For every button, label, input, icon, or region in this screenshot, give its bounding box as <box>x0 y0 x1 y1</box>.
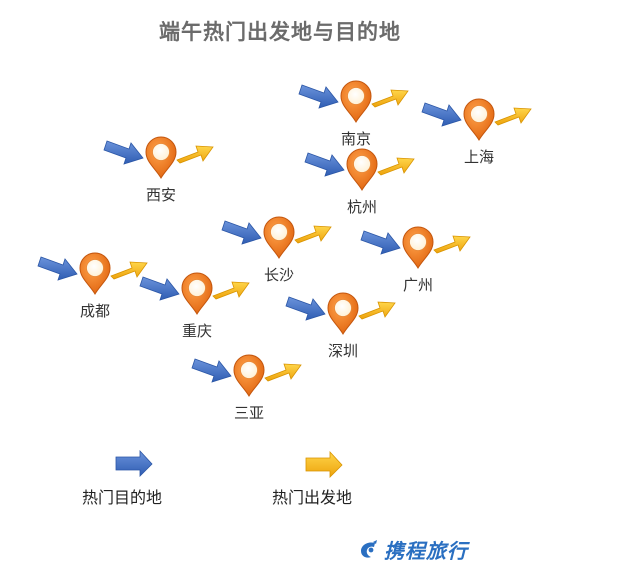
city-marker-1: 南京 <box>298 80 409 148</box>
city-label: 上海 <box>464 148 494 166</box>
destination-arrow-icon <box>37 256 78 281</box>
brand-logo: 携程旅行 <box>358 535 468 564</box>
city-marker-5: 长沙 <box>221 216 332 284</box>
destination-arrow-icon <box>298 84 339 109</box>
city-label: 重庆 <box>182 322 212 340</box>
ctrip-dolphin-icon <box>361 539 377 558</box>
map-pin-center <box>86 259 104 277</box>
city-label: 三亚 <box>234 404 264 422</box>
map-pin-center <box>409 233 427 251</box>
origin-arrow-icon <box>176 145 214 164</box>
city-label: 杭州 <box>347 198 377 216</box>
origin-arrow-icon <box>358 301 396 320</box>
city-marker-9: 深圳 <box>285 292 396 360</box>
city-marker-6: 广州 <box>360 226 471 294</box>
brand-name: 携程旅行 <box>384 539 468 563</box>
origin-arrow-icon <box>377 157 415 176</box>
origin-arrow-icon <box>371 89 409 108</box>
map-pin-center <box>270 223 288 241</box>
destination-arrow-icon <box>360 230 401 255</box>
map-pin-center <box>347 87 365 105</box>
destination-arrow-icon <box>139 276 180 301</box>
city-marker-8: 重庆 <box>139 272 250 340</box>
legend-origin-label: 热门出发地 <box>272 488 353 507</box>
city-marker-7: 成都 <box>37 252 148 320</box>
legend-destination-arrow-icon <box>115 449 153 477</box>
origin-arrow-icon <box>110 261 148 280</box>
map-pin-center <box>334 299 352 317</box>
legend-destination-label: 热门目的地 <box>82 488 163 507</box>
map-pin-center <box>353 155 371 173</box>
city-label: 成都 <box>80 302 110 320</box>
destination-arrow-icon <box>221 220 262 245</box>
destination-arrow-icon <box>304 152 345 177</box>
origin-arrow-icon <box>264 363 302 382</box>
city-label: 南京 <box>341 130 371 148</box>
map-pin-center <box>470 105 488 123</box>
destination-arrow-icon <box>103 140 144 165</box>
origin-arrow-icon <box>433 235 471 254</box>
city-marker-3: 西安 <box>103 136 214 204</box>
city-marker-2: 上海 <box>421 98 532 166</box>
page-title: 端午热门出发地与目的地 <box>159 20 401 44</box>
map-pin-center <box>152 143 170 161</box>
city-label: 深圳 <box>328 342 358 360</box>
destination-arrow-icon <box>421 102 462 127</box>
destination-arrow-icon <box>285 296 326 321</box>
city-marker-4: 杭州 <box>304 148 415 216</box>
legend-origin-arrow-icon <box>305 450 343 478</box>
city-label: 长沙 <box>264 266 294 284</box>
map-pin-center <box>240 361 258 379</box>
origin-arrow-icon <box>212 281 250 300</box>
origin-arrow-icon <box>294 225 332 244</box>
city-label: 广州 <box>403 276 433 294</box>
destination-arrow-icon <box>191 358 232 383</box>
city-marker-10: 三亚 <box>191 354 302 422</box>
origin-arrow-icon <box>494 107 532 126</box>
map-pin-center <box>188 279 206 297</box>
city-label: 西安 <box>146 186 176 204</box>
